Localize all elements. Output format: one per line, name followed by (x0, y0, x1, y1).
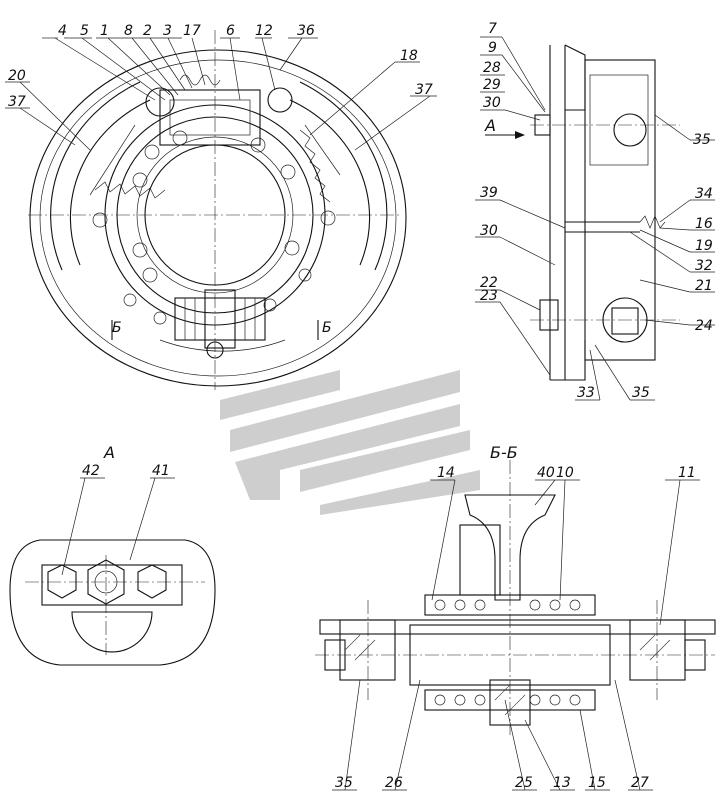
callout-1: 1 (100, 23, 109, 39)
callout-41: 41 (152, 463, 170, 479)
callout-15: 15 (588, 775, 606, 791)
callout-5: 5 (80, 23, 89, 39)
callout-16: 16 (695, 216, 713, 232)
callout-37-left: 37 (8, 94, 26, 110)
callout-12: 12 (255, 23, 273, 39)
callout-30-top: 30 (483, 95, 501, 111)
callout-11: 11 (678, 465, 696, 481)
callout-30-mid: 30 (480, 223, 498, 239)
callout-37-right: 37 (415, 82, 433, 98)
callout-2: 2 (143, 23, 152, 39)
section-bb: Б-Б (315, 443, 716, 791)
callout-26: 26 (385, 775, 403, 791)
callout-8: 8 (124, 23, 133, 39)
callout-10: 10 (556, 465, 574, 481)
callout-42: 42 (82, 463, 100, 479)
callout-24: 24 (695, 318, 713, 334)
callout-29: 29 (483, 77, 501, 93)
callout-22: 22 (480, 275, 498, 291)
watermark-logo (220, 370, 480, 515)
callout-7: 7 (488, 21, 497, 37)
callout-40: 40 (537, 465, 555, 481)
callout-20: 20 (8, 68, 26, 84)
callout-33: 33 (577, 385, 595, 401)
callout-25: 25 (515, 775, 533, 791)
callout-27: 27 (631, 775, 649, 791)
callout-19: 19 (695, 238, 713, 254)
callout-36: 36 (297, 23, 315, 39)
callout-28: 28 (483, 60, 501, 76)
callout-39: 39 (480, 185, 498, 201)
view-a: A 42 41 (9, 443, 216, 666)
callout-35-bottom: 35 (632, 385, 650, 401)
callout-17: 17 (183, 23, 201, 39)
callout-35-section: 35 (335, 775, 353, 791)
callout-18: 18 (400, 48, 418, 64)
callout-32: 32 (695, 258, 713, 274)
brake-main-view: 4 5 1 8 2 3 17 6 12 36 18 37 20 37 Б Б (5, 23, 437, 390)
callout-3: 3 (163, 23, 172, 39)
callout-13: 13 (553, 775, 571, 791)
section-bb-title: Б-Б (490, 443, 518, 462)
brake-side-view: A 7 9 28 29 30 35 34 16 39 (475, 21, 715, 401)
callout-9: 9 (488, 40, 497, 56)
callout-35-side: 35 (693, 132, 711, 148)
callout-34: 34 (695, 186, 713, 202)
view-arrow-a: A (484, 116, 496, 135)
callout-14: 14 (437, 465, 455, 481)
callout-4: 4 (58, 23, 67, 39)
callout-23: 23 (480, 288, 498, 304)
view-a-title: A (103, 443, 115, 462)
callout-6: 6 (226, 23, 235, 39)
callout-21: 21 (695, 278, 713, 294)
section-mark-right: Б (322, 320, 332, 336)
section-mark-left: Б (112, 320, 122, 336)
